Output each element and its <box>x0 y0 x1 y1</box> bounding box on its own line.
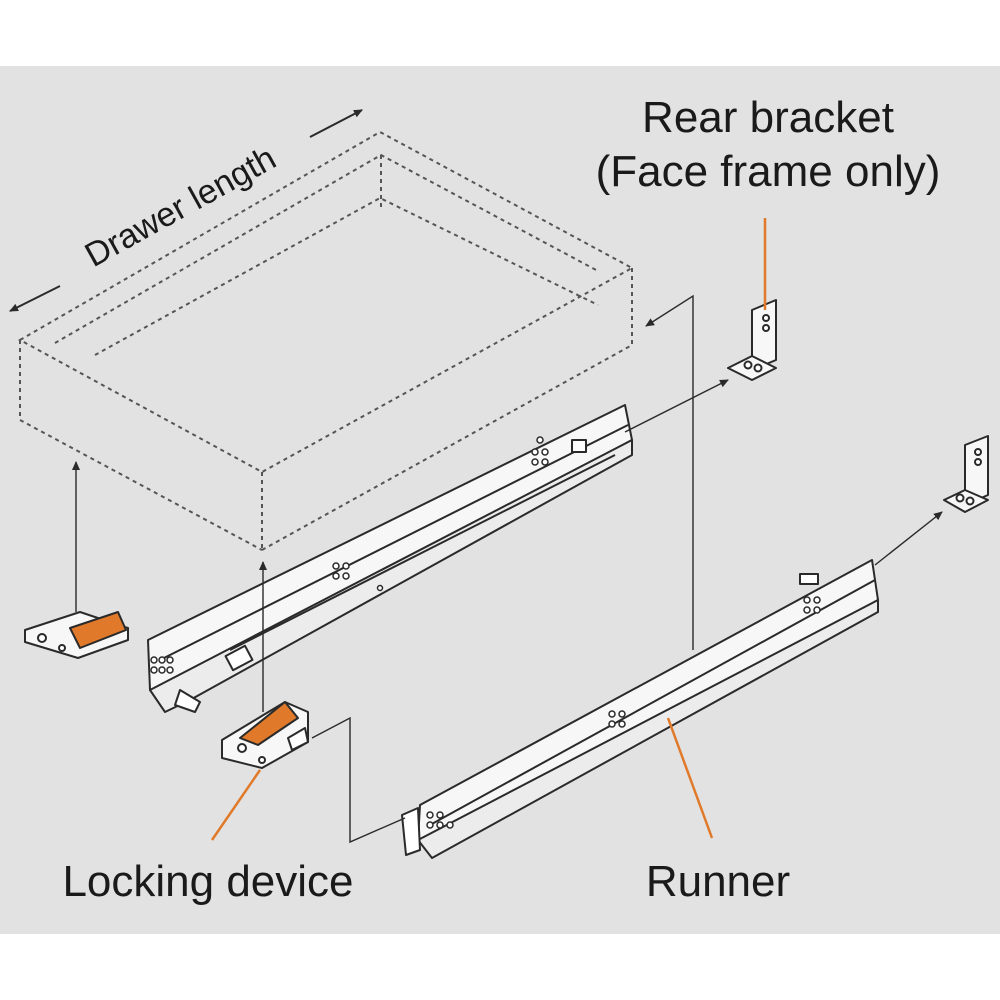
left-runner <box>147 404 633 713</box>
label-leader-lines <box>210 218 767 841</box>
drawer-outline <box>17 130 635 551</box>
locking-device-left <box>24 611 129 659</box>
runner-label: Runner <box>646 857 790 906</box>
rear-bracket-note: (Face frame only) <box>596 147 941 196</box>
right-runner <box>401 559 879 859</box>
locking-device-center <box>221 701 309 769</box>
rear-bracket-lower <box>943 435 989 513</box>
assembly-guide-lines <box>72 294 943 844</box>
drawer-length-dimension <box>9 109 363 312</box>
rear-bracket-upper <box>727 299 777 381</box>
rear-bracket-label: Rear bracket <box>642 93 894 142</box>
locking-device-label: Locking device <box>62 857 353 906</box>
